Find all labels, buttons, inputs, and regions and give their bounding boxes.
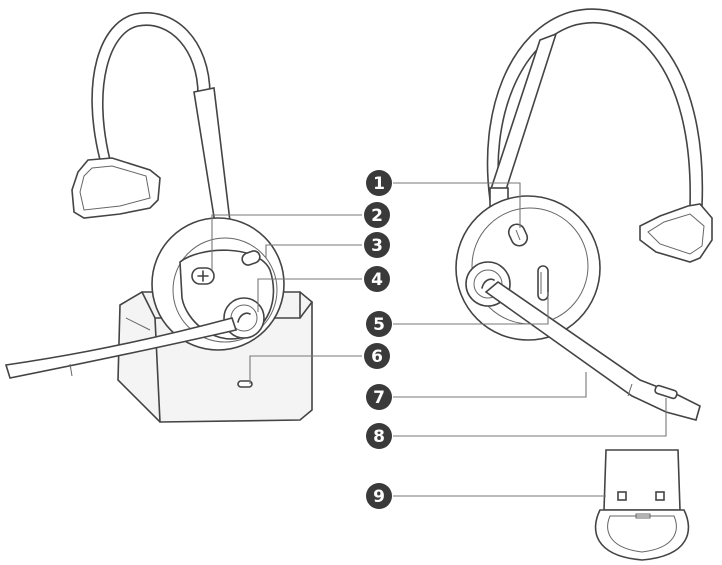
callout-7: 7 xyxy=(366,384,392,410)
callout-5: 5 xyxy=(366,311,392,337)
usb-dongle xyxy=(594,449,690,561)
callout-7-label: 7 xyxy=(373,388,385,408)
callout-6-label: 6 xyxy=(371,347,383,367)
headset-standalone xyxy=(455,8,713,421)
callout-9-label: 9 xyxy=(373,487,385,507)
callout-5-label: 5 xyxy=(373,315,385,335)
callout-9: 9 xyxy=(366,483,392,509)
callout-8: 8 xyxy=(366,423,392,449)
callout-4-label: 4 xyxy=(371,270,383,290)
callout-1: 1 xyxy=(366,170,392,196)
callout-2: 2 xyxy=(364,202,390,228)
callout-2-label: 2 xyxy=(371,206,383,226)
leader-lines xyxy=(211,182,667,497)
headset-on-base xyxy=(4,12,313,423)
callout-4: 4 xyxy=(364,266,390,292)
callout-3-label: 3 xyxy=(371,236,383,256)
callout-6: 6 xyxy=(364,343,390,369)
callout-3: 3 xyxy=(364,232,390,258)
callout-1-label: 1 xyxy=(373,174,385,194)
callout-8-label: 8 xyxy=(373,427,385,447)
